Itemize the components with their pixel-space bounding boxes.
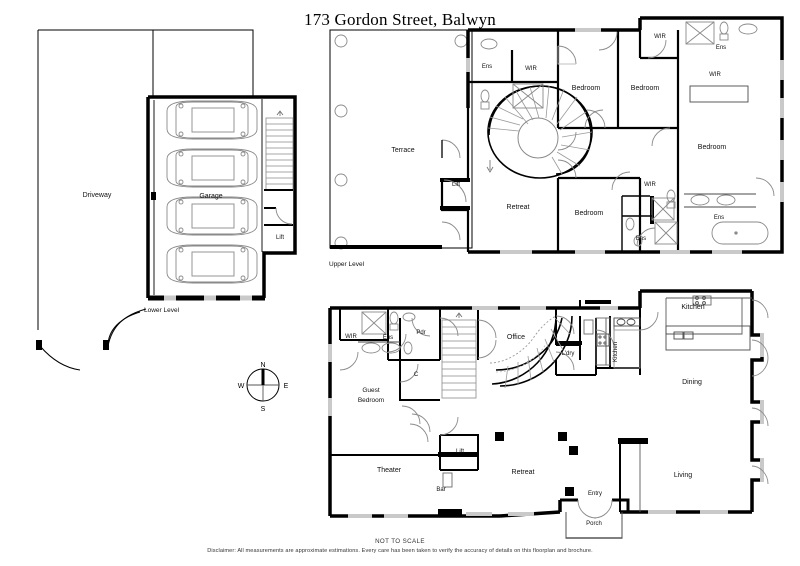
upper-door-swings xyxy=(441,31,775,247)
room-label-wir-u2: WIR xyxy=(654,34,666,40)
upper-level-label: Upper Level xyxy=(329,261,365,268)
lower-stairs xyxy=(265,110,294,191)
room-label-ens-u2: Ens xyxy=(716,45,726,51)
compass-south: S xyxy=(261,406,266,413)
lower-level-label: Lower Level xyxy=(144,307,180,314)
driveway-apron xyxy=(36,311,141,371)
kitchen-fixtures xyxy=(665,295,751,351)
room-label-entry: Entry xyxy=(588,491,602,497)
room-label-kitchen: Kitchen xyxy=(681,304,704,311)
ground-straight-stairs xyxy=(441,312,477,399)
disclaimer-text: Disclaimer: All measurements are approxi… xyxy=(207,548,593,554)
driveway-curve xyxy=(107,308,147,347)
upper-ens-partition xyxy=(621,195,652,252)
ground-black-blocks xyxy=(438,300,648,516)
lift-wall-top xyxy=(440,178,470,182)
not-to-scale-note: NOT TO SCALE xyxy=(375,538,425,545)
compass-north: N xyxy=(260,362,265,369)
room-label-theater: Theater xyxy=(377,467,402,474)
room-label-retreat-upper: Retreat xyxy=(507,204,530,211)
garage-door xyxy=(148,295,265,301)
upper-inner-walls xyxy=(440,30,680,252)
upper-outer-walls xyxy=(466,16,784,254)
upper-windows xyxy=(466,28,784,254)
ground-thin-lines xyxy=(565,297,752,538)
page-title: 173 Gordon Street, Balwyn xyxy=(304,10,496,29)
terrace-edge xyxy=(330,245,442,249)
room-label-wir-u1: WIR xyxy=(525,66,537,72)
terrace-circles xyxy=(334,34,468,250)
room-label-closet: C xyxy=(414,372,419,378)
lift-wall-bottom xyxy=(440,206,470,210)
ground-windows xyxy=(328,306,764,518)
room-label-driveway: Driveway xyxy=(83,192,112,199)
entry-door-swing-left xyxy=(577,499,597,519)
room-label-ens-u3: Ens xyxy=(636,236,646,242)
room-label-ens-g: Ens xyxy=(383,335,393,341)
room-label-lift-lower: Lift xyxy=(276,235,284,241)
car-icon xyxy=(166,196,258,236)
room-label-ens-u1: Ens xyxy=(482,64,492,70)
compass-rose: N S E W xyxy=(238,362,289,413)
compass-west: W xyxy=(238,383,245,390)
ground-level-group: WIR Ens Pdr C Guest Bedroom Office Theat… xyxy=(328,289,769,539)
lower-door-swing xyxy=(275,207,293,225)
upper-fixtures xyxy=(480,21,769,247)
lower-level-group: Driveway Garage Lift xyxy=(36,29,297,371)
car-icon xyxy=(166,244,258,284)
car-icons xyxy=(166,100,258,284)
compass-east: E xyxy=(284,383,289,390)
room-label-lift-upper: Lift xyxy=(452,182,460,188)
room-label-laundry: L'dry xyxy=(562,351,575,357)
room-label-terrace: Terrace xyxy=(391,147,414,154)
room-label-bedroom-u2: Bedroom xyxy=(631,85,660,92)
garage-pier xyxy=(151,192,156,200)
room-label-garage: Garage xyxy=(199,193,222,200)
room-label-bedroom-u1: Bedroom xyxy=(572,85,601,92)
room-label-bedroom-u3: Bedroom xyxy=(698,144,727,151)
butler-kitchen-fixtures xyxy=(595,317,641,369)
car-icon xyxy=(166,100,258,140)
upper-level-group: Terrace Ens WIR Lift Retreat Bedroom Bed… xyxy=(329,16,784,254)
car-icon xyxy=(166,148,258,188)
room-label-pdr: Pdr xyxy=(416,330,425,336)
room-label-bedroom-u4: Bedroom xyxy=(575,210,604,217)
room-label-guest-bedroom-line1: Guest xyxy=(362,387,380,394)
room-label-office: Office xyxy=(507,334,525,341)
spiral-staircase-upper xyxy=(486,85,593,179)
ground-inner-walls xyxy=(330,300,641,512)
ground-outer-walls xyxy=(328,289,764,518)
room-label-wir-u4: WIR xyxy=(644,182,656,188)
bar-fixture xyxy=(442,472,453,488)
room-label-guest-bedroom-line2: Bedroom xyxy=(358,397,384,404)
room-label-porch: Porch xyxy=(586,521,602,527)
room-label-lift-ground: Lift xyxy=(456,449,464,455)
porch-walls xyxy=(558,498,630,512)
ground-spiral-stairs xyxy=(489,315,573,389)
room-label-bar: Bar xyxy=(436,487,445,493)
laundry-fixtures xyxy=(583,319,594,335)
entry-door-swing-right xyxy=(593,499,613,519)
lower-lift-walls xyxy=(264,189,293,226)
room-label-dining: Dining xyxy=(682,379,702,386)
room-label-wir-g: WIR xyxy=(345,334,357,340)
room-label-ens-u4: Ens xyxy=(714,215,724,221)
room-label-butler-kitchen: Kitchen xyxy=(613,342,619,362)
terrace-outline xyxy=(329,29,473,249)
room-label-living: Living xyxy=(674,472,692,479)
ground-door-swings xyxy=(339,299,769,485)
room-label-wir-u3: WIR xyxy=(709,72,721,78)
ground-bath-fixtures xyxy=(358,311,416,355)
room-label-retreat-ground: Retreat xyxy=(512,469,535,476)
